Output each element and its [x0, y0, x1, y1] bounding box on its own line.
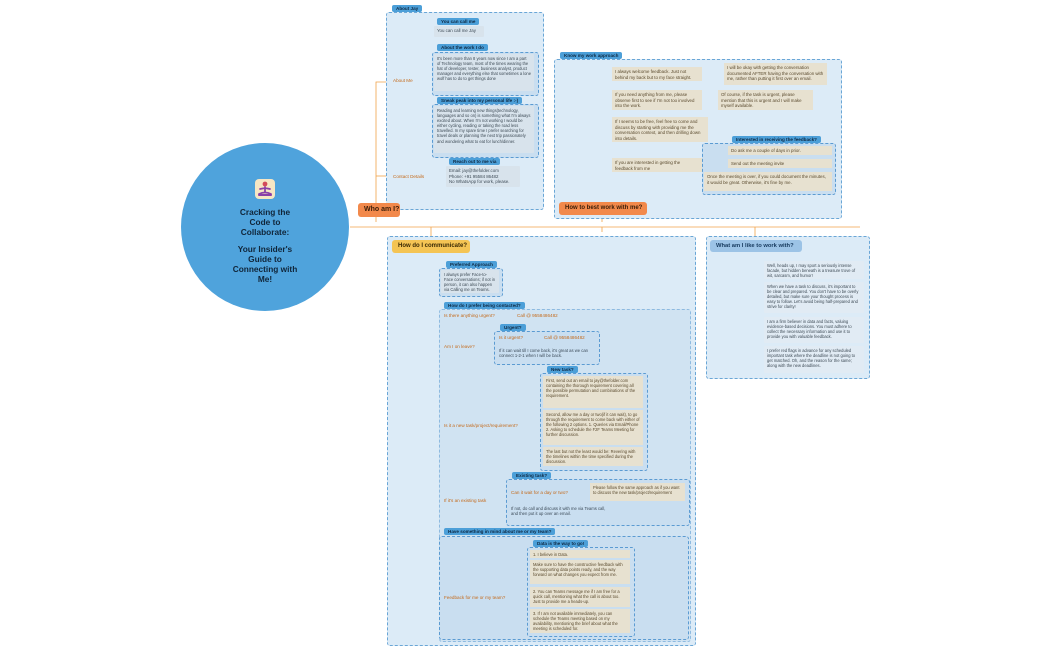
q-new-task[interactable]: Is it a new task/project/requirement? [444, 423, 518, 428]
call-me-tag: You can call me [437, 18, 480, 25]
new-step-2[interactable]: Second, allow me a day or two(if it can … [543, 410, 643, 445]
feedback-tag: Interested in receiving the feedback? [732, 136, 821, 143]
personal-tag: Sneak peak into my personal life :-) [437, 97, 523, 104]
phone-text[interactable]: Phone: +91 95584 86482 [449, 173, 499, 179]
preferred-approach-tag: Preferred Approach [446, 261, 497, 268]
about-jay-label: About Jay [392, 5, 423, 12]
work-note[interactable]: It's been more than 8 years now since I … [434, 54, 534, 91]
data-point-3[interactable]: 2. You can Teams message me if I am free… [530, 587, 630, 607]
reach-note[interactable]: Email: jay@thefolder.com Phone: +91 9558… [446, 166, 520, 187]
meditation-person-icon [254, 178, 276, 200]
feedback-welcome-note[interactable]: I always welcome feedback. Just not behi… [612, 67, 702, 81]
get-feedback-note[interactable]: If you are interested in getting the fee… [612, 158, 702, 172]
existing-tag: Existing task? [512, 472, 552, 479]
new-step-3[interactable]: The last but not the least would be: Rev… [543, 447, 643, 466]
urgent-box [494, 331, 600, 365]
like-point-3[interactable]: I am a firm believer in data and facts, … [764, 317, 864, 343]
existing-q[interactable]: Can it wait for a day or two? [511, 490, 568, 495]
central-topic-circle[interactable] [181, 143, 349, 311]
team-tag: Have something in mind about me or my te… [444, 528, 556, 535]
q-existing[interactable]: If it's an existing task [444, 498, 487, 503]
like-point-2[interactable]: When we have a task to discuss, it's imp… [764, 282, 864, 313]
urgent-mention-note[interactable]: Of course, if the task is urgent, please… [718, 90, 813, 110]
how-to-best-work-header[interactable]: How to best work with me? [559, 202, 647, 215]
personal-note[interactable]: Reading and learning new things(technolo… [434, 106, 534, 153]
new-task-tag: New task? [547, 366, 578, 373]
whatsapp-text: No WhatsApp for work, please. [449, 179, 510, 185]
work-approach-label: Know my work approach [560, 52, 623, 59]
q-feedback[interactable]: Feedback for me or my team? [444, 595, 506, 600]
contact-details-node[interactable]: Contact Details [393, 174, 425, 179]
observe-first-note[interactable]: If you need anything from me, please obs… [612, 90, 702, 110]
q-leave[interactable]: Am I on leave? [444, 344, 475, 349]
data-point-1[interactable]: 1. I believe in Data. [530, 550, 630, 558]
existing-else: If not, do call and discuss it with me v… [511, 506, 606, 516]
email-text[interactable]: Email: jay@thefolder.com [449, 168, 499, 173]
how-do-i-communicate-header[interactable]: How do I communicate? [392, 240, 470, 253]
existing-a[interactable]: Please follow the same approach as if yo… [590, 483, 685, 501]
central-title: Cracking the Code to Collaborate: Your I… [232, 207, 298, 284]
what-am-i-like-header[interactable]: What am I like to work with? [710, 240, 802, 252]
feedback-item-3[interactable]: Once the meeting is over, if you could d… [704, 172, 832, 191]
contact-prefer-tag: How do I prefer being contacted? [444, 302, 525, 309]
like-point-4[interactable]: I prefer red flags in advance for any sc… [764, 346, 864, 373]
work-tag: About the work I do [437, 44, 488, 51]
urgent-else: If it can wait till I come back, it's gr… [499, 348, 589, 358]
q-urgent[interactable]: Is there anything urgent? [444, 313, 495, 318]
data-point-4[interactable]: 3. If I am not available immediately, yo… [530, 609, 630, 633]
like-point-1[interactable]: Well, heads up, I may sport a seriously … [764, 261, 864, 279]
preferred-note[interactable]: I always prefer Face-to-Face conversatio… [441, 270, 499, 293]
urgent-a[interactable]: Call @ 9558486482 [544, 335, 585, 340]
about-me-node[interactable]: About Me [393, 78, 413, 83]
urgent-tag: Urgent? [500, 324, 526, 331]
a-urgent[interactable]: Call @ 9558486482 [517, 313, 558, 318]
documented-after-note[interactable]: I will be okay with getting the conversa… [724, 63, 827, 85]
reach-tag: Reach out to me via [449, 158, 501, 165]
call-me-note[interactable]: You can call me Jay [434, 26, 484, 37]
discuss-context-note[interactable]: If I seems to be free, feel free to come… [612, 117, 708, 142]
feedback-item-1[interactable]: Do ask me a couple of days in prior. [728, 146, 832, 155]
feedback-item-2[interactable]: Send out the meeting invite [728, 159, 832, 168]
data-point-2[interactable]: Make sure to have the constructive feedb… [530, 560, 630, 584]
who-am-i-header[interactable]: Who am I? [358, 203, 400, 217]
urgent-q[interactable]: Is it urgent? [499, 335, 524, 340]
new-step-1[interactable]: First, send out an email to jay@thefolde… [543, 376, 643, 408]
data-tag: Data is the way to go! [533, 540, 589, 547]
